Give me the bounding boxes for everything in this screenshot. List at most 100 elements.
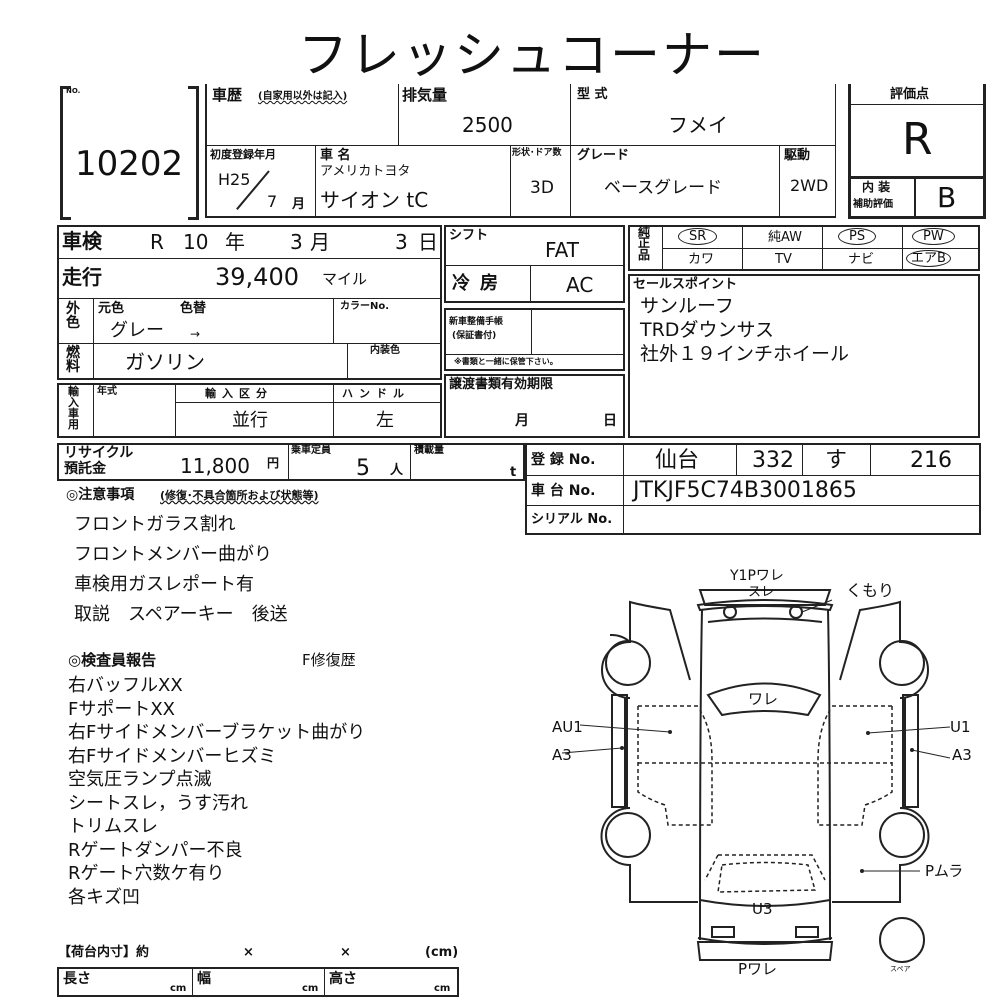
transfer-day-unit: 日 <box>603 413 617 429</box>
note-item: フロントガラス割れ <box>74 514 236 535</box>
yen-unit: 円 <box>267 456 280 470</box>
genuine-tv: TV <box>775 252 792 267</box>
cargo-unit: (cm) <box>425 945 459 960</box>
serial-label: シリアル No. <box>531 512 613 527</box>
genuine-pw: PW <box>912 228 955 245</box>
damage-right-rear: Pムラ <box>925 862 964 880</box>
cargo-table <box>57 967 459 997</box>
original-color-label: 元色 <box>98 301 125 316</box>
manual-sublabel: (保証書付) <box>452 331 497 341</box>
reg-kana: す <box>825 448 848 473</box>
body-value: 3D <box>530 178 554 198</box>
score-value: R <box>902 114 933 165</box>
score-box <box>848 84 986 219</box>
score-label: 評価点 <box>890 87 930 102</box>
report-item: シートスレ，うす汚れ <box>68 792 248 814</box>
damage-front-sub: スレ <box>748 585 775 600</box>
damage-left-door: AU1 <box>552 718 583 736</box>
recycle-sublabel: 預託金 <box>64 461 106 477</box>
body-label: 形状･ドア数 <box>512 148 562 158</box>
shift-label: シフト <box>449 228 489 243</box>
year-unit: 年 <box>225 230 245 254</box>
manual-block <box>444 308 625 371</box>
drive-value: 2WD <box>790 176 829 195</box>
inspection-era: R <box>150 230 164 254</box>
model-code-value: フメイ <box>668 113 728 137</box>
registration-block <box>525 443 981 535</box>
model-year-label: 年式 <box>97 386 117 397</box>
sales-point: 社外１９インチホイール <box>640 342 850 365</box>
damage-right-door: U1 <box>950 718 971 736</box>
left-side <box>600 600 698 903</box>
genuine-label: 純正品 <box>638 225 651 262</box>
vehicle-info-block <box>205 84 836 218</box>
capacity-unit: 人 <box>390 463 404 478</box>
shift-ac-block <box>444 225 625 303</box>
genuine-aw: 純AW <box>768 230 803 245</box>
report-item: 右Fサイドメンバーブラケット曲がり <box>68 722 366 743</box>
import-type-label: 輸入区分 <box>205 387 273 400</box>
notes-label: ◎注意事項 <box>66 487 135 503</box>
circled-ps: PS <box>838 228 877 245</box>
cm-unit: cm <box>170 983 187 994</box>
arrow-icon: → <box>190 327 201 341</box>
capacity-value: 5 <box>356 456 370 481</box>
interior-score: B <box>937 181 957 214</box>
sales-points-list: サンルーフ TRDダウンサス 社外１９インチホイール <box>640 295 849 366</box>
manual-note: ※書類と一緒に保管下さい。 <box>454 357 558 366</box>
model-code-label: 型 式 <box>577 87 608 102</box>
reg-number: 216 <box>910 448 952 473</box>
import-label: 輸入車用 <box>68 385 79 431</box>
times-sign: × <box>340 945 351 960</box>
inspector-list: 右バッフルXX FサポートXX 右Fサイドメンバーブラケット曲がり 右Fサイドメ… <box>68 674 365 909</box>
report-item: 右Fサイドメンバーヒズミ <box>68 745 277 767</box>
sales-point: TRDダウンサス <box>640 318 775 341</box>
no-label: NO. <box>66 87 81 95</box>
reg-area: 仙台 <box>655 448 700 473</box>
circled-airbag: エアB <box>906 250 951 267</box>
note-item: フロントメンバー曲がり <box>74 544 272 565</box>
notes-sub: (修復･不具合箇所および状態等) <box>160 489 319 502</box>
notes-list: フロントガラス割れ フロントメンバー曲がり 車検用ガスレポート有 取説 スペアー… <box>74 510 288 630</box>
exterior-color-label: 外色 <box>66 301 80 331</box>
cm-unit: cm <box>302 983 319 994</box>
load-unit: t <box>510 465 517 480</box>
manual-label: 新車整備手帳 <box>449 317 504 327</box>
load-label: 積載量 <box>414 445 444 456</box>
recycle-block <box>57 443 525 481</box>
grade-value: ベースグレード <box>604 178 723 198</box>
car-name: サイオン tC <box>320 188 429 212</box>
ac-value: AC <box>566 273 594 297</box>
circled-sr: SR <box>678 228 718 245</box>
import-block <box>57 383 442 438</box>
handle-value: 左 <box>376 410 394 431</box>
reg-class: 332 <box>752 448 794 473</box>
inspection-year: 10 <box>183 230 209 254</box>
damage-windshield: ワレ <box>748 690 779 708</box>
height-label: 高さ <box>329 971 357 987</box>
spare-label: スペア <box>890 965 911 973</box>
damage-front-bumper: Y1Pワレ <box>730 568 784 584</box>
door-outlines <box>637 705 893 893</box>
sheet-title: フレッシュコーナー <box>298 26 766 84</box>
times-sign: × <box>243 945 254 960</box>
damage-rear-bumper: Pワレ <box>738 960 778 978</box>
month-unit: 月 <box>310 230 330 254</box>
displacement-value: 2500 <box>462 113 513 137</box>
first-reg-month: 7 <box>267 192 278 211</box>
capacity-label: 乗車定員 <box>291 445 331 456</box>
bracket-left <box>60 86 71 220</box>
fuel-label: 燃料 <box>66 345 80 375</box>
chassis-number: JTKJF5C74B3001865 <box>633 478 857 503</box>
day-unit: 日 <box>418 230 438 254</box>
genuine-airbag: エアB <box>906 250 951 267</box>
damage-left-sill: A3 <box>552 746 572 764</box>
spare-tire <box>879 917 925 963</box>
month-unit: 月 <box>292 197 306 212</box>
length-label: 長さ <box>63 971 91 987</box>
mileage-label: 走行 <box>62 265 102 289</box>
report-item: トリムスレ <box>68 816 158 837</box>
inspection-label: 車検 <box>62 229 102 253</box>
shift-value: FAT <box>545 238 580 262</box>
damage-light: くもり <box>846 581 895 600</box>
